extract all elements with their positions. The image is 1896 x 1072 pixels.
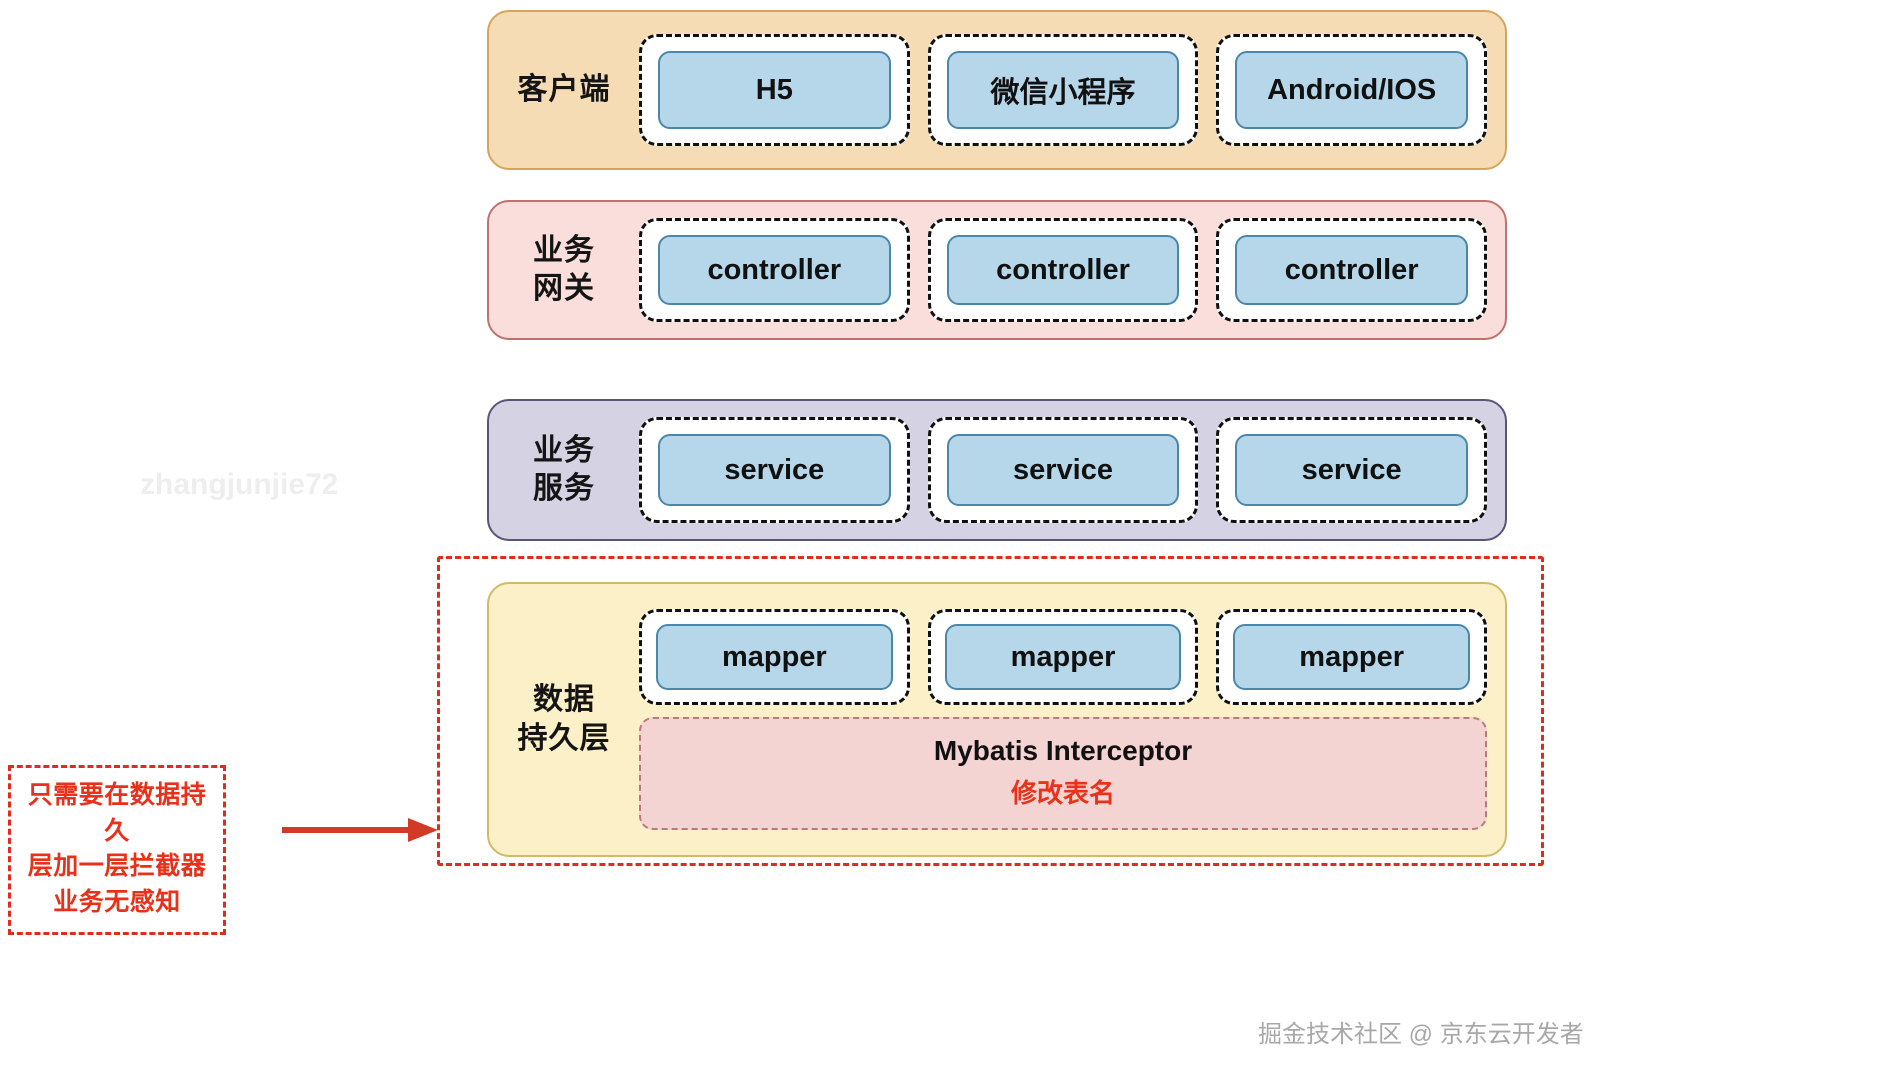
mybatis-interceptor-box[interactable]: Mybatis Interceptor 修改表名 [639, 717, 1487, 830]
node-wrapper: mapper [1216, 609, 1488, 705]
interceptor-title: Mybatis Interceptor [933, 735, 1193, 766]
node-wrapper: controller [927, 218, 1199, 322]
node-wrapper: controller [639, 218, 910, 322]
layer-nodes-service: service service service [639, 401, 1505, 539]
persistence-highlight-box [437, 556, 1544, 866]
node-service[interactable]: service [1235, 434, 1469, 506]
node-wrapper: mapper [927, 609, 1199, 705]
layer-label-data-persistence: 数据 持久层 [517, 683, 611, 755]
node-wrapper: service [927, 417, 1199, 523]
node-h5[interactable]: H5 [658, 51, 891, 129]
layer-service: 业务 服务 service service service [487, 399, 1507, 541]
interceptor-subtitle: 修改表名 [1010, 778, 1115, 808]
watermark-diagonal: zhangjunjie72 [140, 468, 339, 501]
node-wrapper: H5 [639, 34, 910, 146]
node-wrapper: 微信小程序 [927, 34, 1199, 146]
node-service[interactable]: service [946, 434, 1180, 506]
layer-label-gateway: 业务 网关 [533, 233, 595, 305]
node-wrapper: mapper [639, 609, 910, 705]
node-service[interactable]: service [658, 434, 891, 506]
node-mapper[interactable]: mapper [1233, 624, 1471, 690]
node-mapper[interactable]: mapper [656, 624, 893, 690]
layer-nodes-client: H5 微信小程序 Android/IOS [639, 12, 1505, 168]
node-controller[interactable]: controller [946, 235, 1180, 305]
node-wrapper: service [639, 417, 910, 523]
node-mapper[interactable]: mapper [944, 624, 1182, 690]
node-controller[interactable]: controller [658, 235, 891, 305]
red-right-arrow-icon [282, 818, 438, 842]
layer-label-client: 客户端 [517, 72, 611, 106]
node-wechat-miniprogram[interactable]: 微信小程序 [946, 51, 1180, 129]
node-wrapper: service [1216, 417, 1488, 523]
layer-data-persistence: 数据 持久层 mapper mapper mapper Mybatis Inte… [487, 582, 1507, 857]
layer-client: 客户端 H5 微信小程序 Android/IOS [487, 10, 1507, 170]
layer-nodes-data: mapper mapper mapper [639, 609, 1488, 705]
layer-nodes-gateway: controller controller controller [639, 202, 1505, 338]
layer-label-service: 业务 服务 [533, 433, 595, 505]
node-wrapper: Android/IOS [1216, 34, 1488, 146]
data-layer-stack: mapper mapper mapper Mybatis Interceptor… [639, 584, 1505, 855]
layer-gateway: 业务 网关 controller controller controller [487, 200, 1507, 340]
node-wrapper: controller [1216, 218, 1488, 322]
watermark-footer: 掘金技术社区 @ 京东云开发者 [1258, 1021, 1584, 1048]
node-android-ios[interactable]: Android/IOS [1235, 51, 1469, 129]
node-controller[interactable]: controller [1235, 235, 1469, 305]
annotation-callout: 只需要在数据持久 层加一层拦截器 业务无感知 [8, 765, 226, 935]
